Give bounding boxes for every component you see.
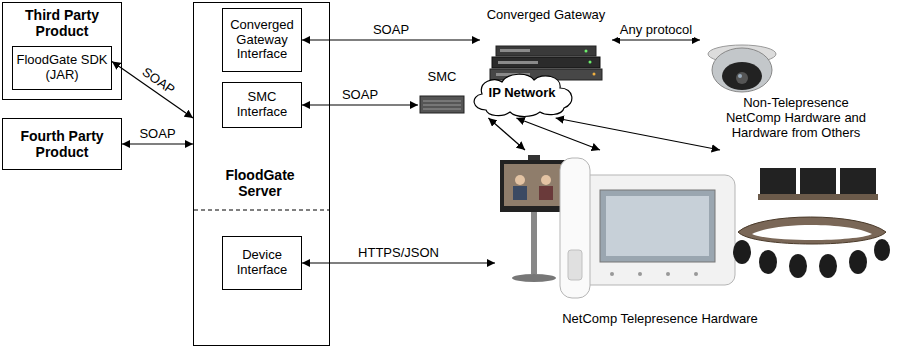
product-box: Fourth Party Product [2,118,122,170]
node-label: NetComp Telepresence Hardware [495,312,825,327]
node-label: FloodGate SDK (JAR) [16,53,108,83]
node-label: Converged Gateway [480,8,612,23]
interface-box: Device Interface [222,236,302,290]
dashed-divider [194,210,329,211]
node-label: FloodGate Server [210,167,310,199]
interface-box: SMC Interface [222,82,302,128]
connector-arrow [516,118,600,150]
sdk-box: FloodGate SDK (JAR) [12,46,112,90]
camera-device: Non-Telepresence NetComp Hardware and Ha… [700,30,893,146]
node-label: Third Party Product [3,7,121,39]
smc-device: SMC [418,70,466,116]
node-label: Device Interface [226,248,298,278]
edge-label: HTTPS/JSON [356,246,441,261]
connector-arrow [302,262,495,263]
node-label: SMC Interface [226,90,298,120]
edge-label: SOAP [137,127,177,142]
gateway-device: Converged Gateway [480,6,612,84]
connector-arrow [302,39,480,40]
product-box: Third Party ProductFloodGate SDK (JAR) [2,2,122,100]
hardware-group: NetComp Telepresence Hardware [495,150,893,335]
camera-symbol [708,45,776,92]
phone-symbol [560,158,735,298]
video-monitor-symbol [500,155,568,282]
network-cloud: IP Network [466,68,578,118]
node-label: Non-Telepresence NetComp Hardware and Ha… [720,96,872,141]
gateway-symbol [490,46,602,80]
node-label: SMC [418,70,466,85]
edge-label: SOAP [371,23,411,38]
edge-label: Any protocol [618,23,694,38]
smc-server-symbol [420,96,464,113]
interface-box: Converged Gateway Interface [222,8,302,72]
node-label: IP Network [489,86,556,101]
connector-arrow [302,104,418,105]
node-label: Converged Gateway Interface [226,18,298,63]
connector-arrow [612,39,700,40]
connector-arrow [112,61,193,118]
conference-room-symbol [733,168,890,278]
connector-arrow [488,118,525,150]
server-box: FloodGate Server Converged Gateway Interf… [193,2,330,346]
connector-arrow [556,118,720,150]
node-label: Fourth Party Product [6,128,118,160]
connector-arrow [122,143,193,144]
edge-label: SOAP [340,88,380,103]
edge-label: SOAP [137,64,178,99]
